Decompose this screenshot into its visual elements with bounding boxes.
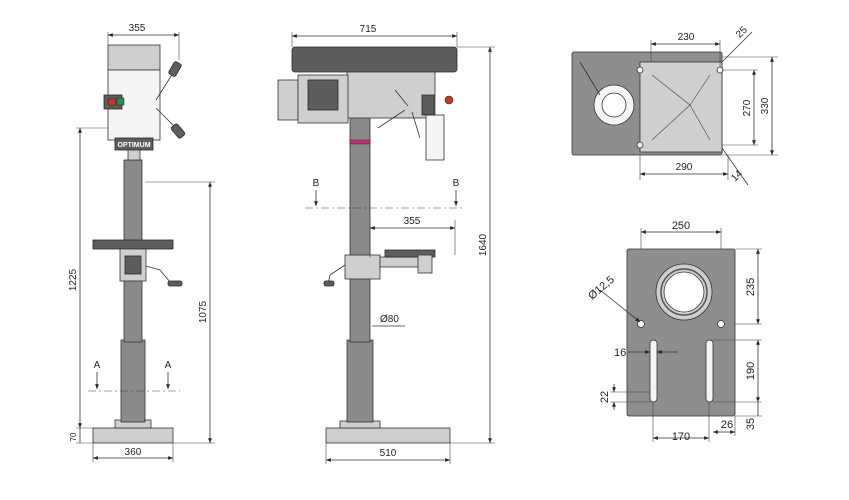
- side-quill: [425, 114, 445, 161]
- front-dim-base-width: 360: [125, 447, 142, 458]
- side-column-collar: [349, 139, 371, 145]
- side-dim-column-diameter: Ø80: [380, 314, 399, 325]
- base-plan-bore: [663, 271, 705, 313]
- front-lower-column: [120, 339, 146, 423]
- table-plan-dim-slot-spacing: 230: [678, 32, 695, 43]
- side-motor-cover: [277, 79, 299, 121]
- base-plan-dim-bottom-offset: 35: [745, 418, 757, 430]
- base-plan-hole-left: [637, 320, 645, 328]
- table-plan-hole-3: [636, 141, 644, 149]
- front-spindle: [127, 149, 141, 161]
- side-section-label-right: B: [453, 178, 460, 189]
- side-head-body: [346, 71, 436, 119]
- side-feed-handle-2: [411, 111, 421, 139]
- front-dim-total-height: 1225: [68, 268, 79, 291]
- front-head-top: [107, 44, 161, 71]
- base-plan-dim-edge-offset: 26: [721, 419, 733, 431]
- base-plan-dim-hole-diameter: Ø12,5: [586, 274, 617, 302]
- side-feed-handle-1: [377, 109, 406, 129]
- side-feed-handle-3: [394, 89, 409, 107]
- base-plan-dim-line-hole: [599, 289, 641, 323]
- side-table-top: [384, 249, 436, 258]
- table-plan-dim-outer-height: 330: [760, 97, 771, 114]
- front-section-label-left: A: [94, 360, 101, 371]
- base-plan-dim-upper-height: 235: [745, 278, 757, 296]
- front-dim-base-height: 70: [69, 432, 78, 441]
- base-plan-dim-top-width: 250: [672, 220, 690, 232]
- base-plan-bore-ring: [660, 268, 708, 316]
- front-red-switch: [107, 97, 117, 107]
- side-motor-housing: [307, 79, 339, 111]
- base-plan-slot-right: [705, 339, 714, 403]
- side-switch-box: [421, 94, 435, 116]
- side-dim-base-width: 510: [380, 448, 397, 459]
- base-plan-dim-slot-length: 190: [745, 362, 757, 380]
- front-dim-table-height: 1075: [198, 300, 209, 323]
- base-plan-view: 250 Ø12,5 235 16 190 22 35 170: [586, 220, 762, 443]
- side-table-clamp: [417, 254, 433, 274]
- front-crank-housing: [124, 255, 142, 275]
- front-green-switch: [116, 97, 125, 106]
- side-dim-table-reach: 355: [404, 216, 421, 227]
- table-plan-slots: [651, 74, 711, 141]
- table-plan-crank: [579, 61, 601, 96]
- side-crank-grip: [323, 280, 335, 287]
- base-plan-dim-slot-spacing: 170: [672, 431, 690, 443]
- front-table: [92, 239, 174, 250]
- front-head: [107, 69, 161, 141]
- table-plan-dim-corner: 25: [734, 24, 750, 40]
- side-column: [349, 114, 371, 343]
- table-plan-dim-edge: 14: [729, 168, 745, 184]
- base-plan-dim-slot-end: 22: [599, 391, 611, 403]
- side-head-top: [291, 46, 458, 73]
- side-lower-column: [346, 339, 374, 423]
- front-brand-label: OPTIMUM: [117, 142, 150, 149]
- side-dim-total-height: 1640: [478, 233, 489, 256]
- front-handle-knob-bottom: [170, 123, 186, 139]
- base-plan-dim-slot-width: 16: [614, 347, 626, 359]
- base-plan-hole-right: [717, 320, 725, 328]
- side-dim-head-width: 715: [360, 24, 377, 35]
- side-red-switch: [444, 95, 454, 105]
- table-plan-bore: [601, 92, 627, 118]
- table-plan-dim-width: 290: [676, 162, 693, 173]
- table-plan-hole-1: [636, 66, 644, 74]
- front-section-label-right: A: [165, 360, 172, 371]
- front-dim-head-width: 355: [129, 23, 146, 34]
- side-view: 715 1640 355 Ø80 510 B B: [277, 24, 495, 464]
- front-base: [92, 427, 174, 444]
- front-crank-grip: [167, 280, 183, 287]
- table-plan-view: 230 25 270 330 290 14: [571, 24, 778, 186]
- base-plan-slot-left: [649, 339, 658, 403]
- side-table-bracket: [344, 254, 381, 280]
- side-section-label-left: B: [313, 178, 320, 189]
- front-handle-knob-top: [168, 61, 182, 77]
- side-base: [325, 427, 451, 444]
- table-plan-dim-inner-height: 270: [742, 99, 753, 116]
- table-plan-dim-line-14: [721, 147, 749, 186]
- front-view: OPTIMUM 355 1225 70 1075 360: [68, 23, 215, 462]
